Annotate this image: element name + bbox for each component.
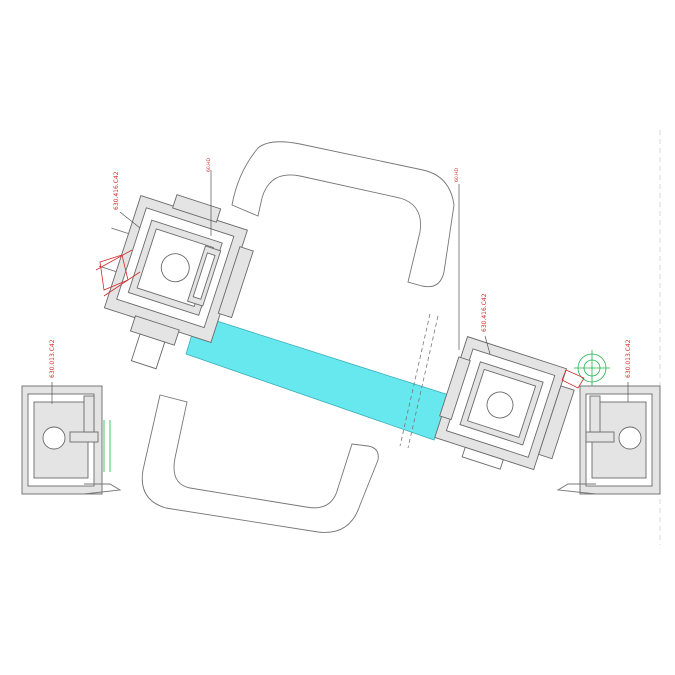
gasket-symbol-right <box>561 350 610 389</box>
label-seal-left: 60.HD <box>206 157 212 172</box>
label-sash-right: 630.416.C42 <box>481 293 488 332</box>
break-line <box>399 313 439 449</box>
label-frame-left: 630.013.C42 <box>49 339 56 378</box>
handle-outline-lower <box>141 394 379 533</box>
frame-profile-right <box>556 385 661 495</box>
frame-profile-left <box>21 385 122 495</box>
handle-outline-upper <box>231 141 455 288</box>
label-seal-right: 60.HD <box>454 167 460 182</box>
hardware-marker-left <box>95 249 141 297</box>
glass-pane <box>185 314 453 441</box>
label-frame-right: 630.013.C42 <box>625 339 632 378</box>
leader-line-sash-left <box>119 211 141 229</box>
label-sash-left: 630.416.C42 <box>113 171 120 210</box>
sash-profile-right <box>434 336 575 471</box>
sash-profile-left <box>98 194 254 370</box>
leader-line-sash-right <box>484 335 491 355</box>
